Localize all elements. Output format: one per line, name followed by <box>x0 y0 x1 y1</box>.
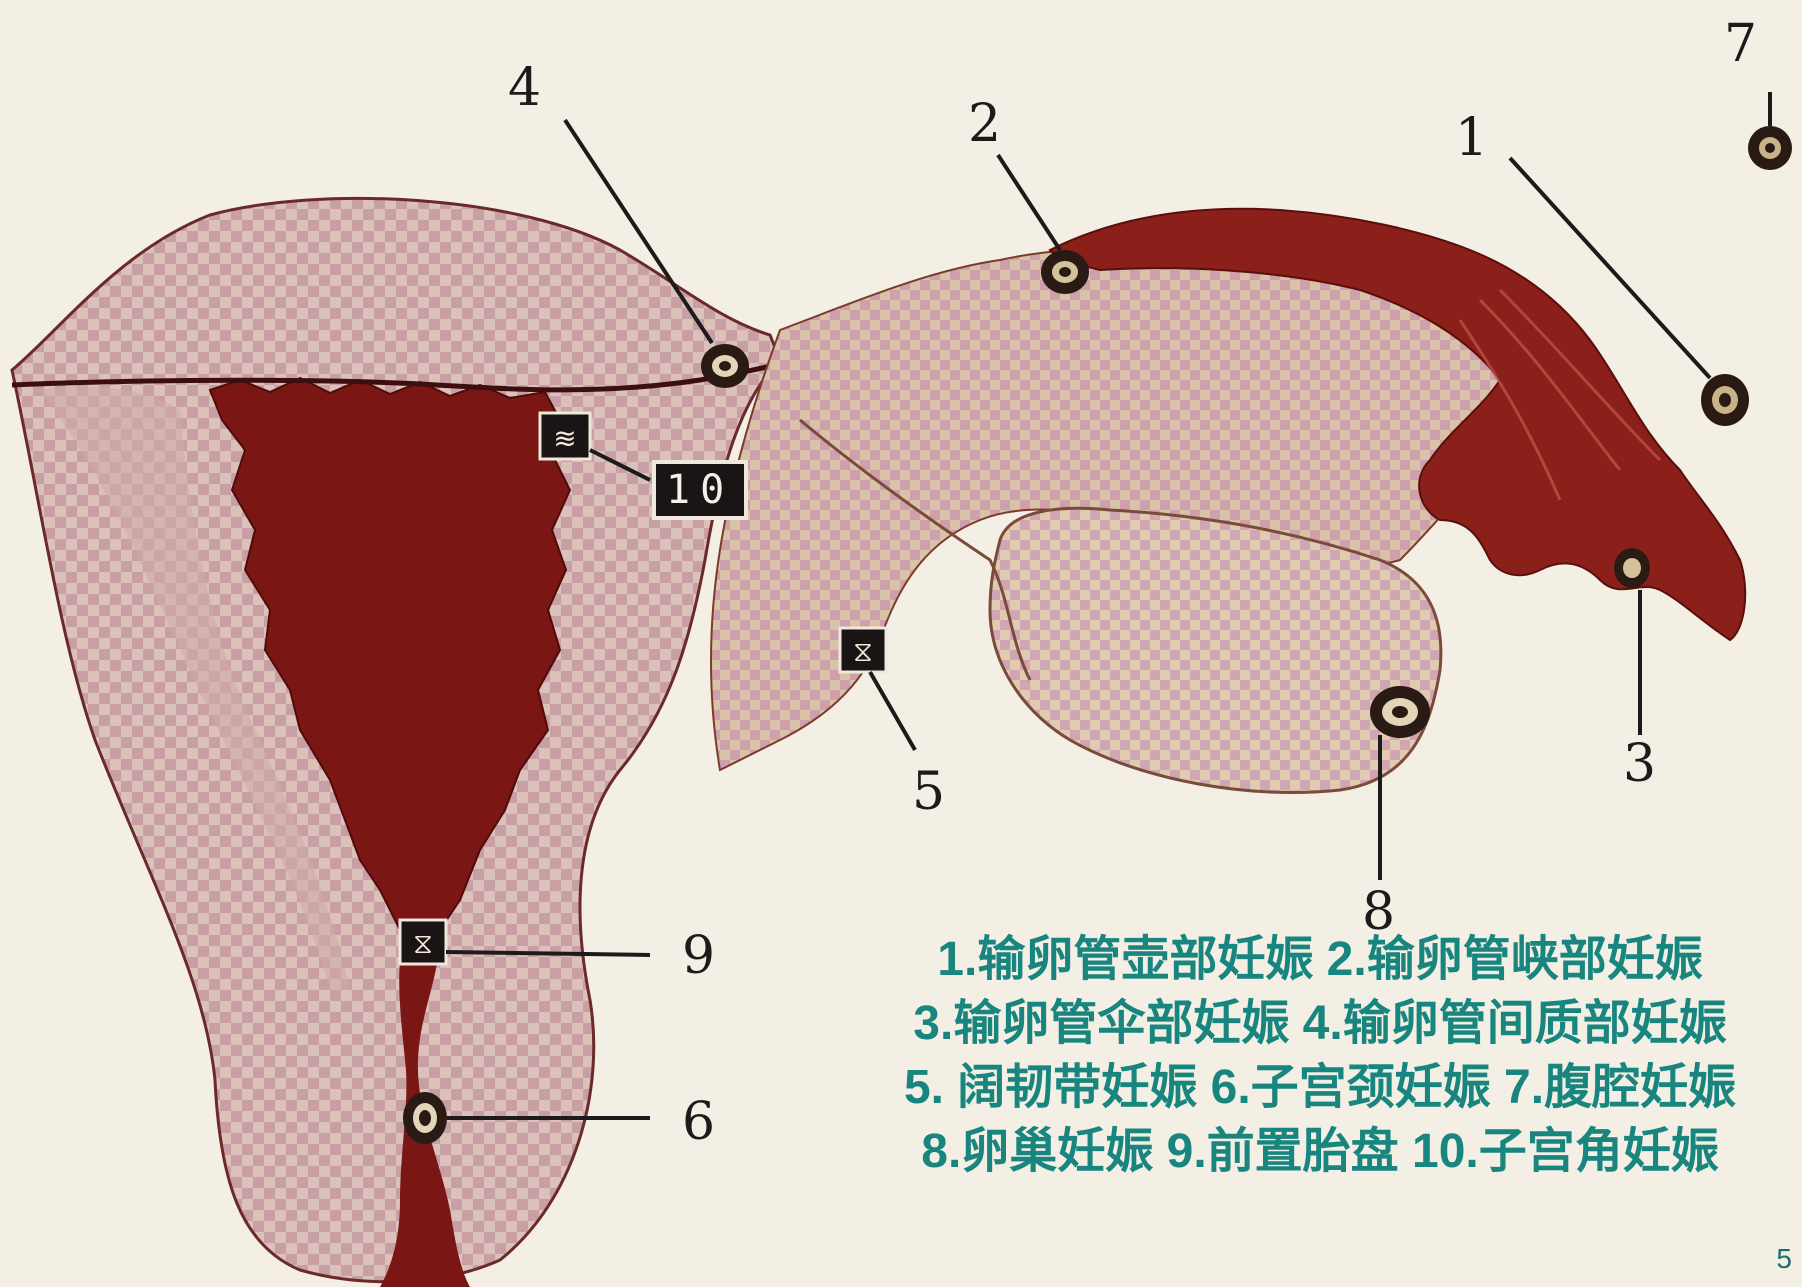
gestation-sac-6 <box>403 1092 447 1144</box>
gestation-sac-3 <box>1614 548 1650 588</box>
caption-line-3: 5. 阔韧带妊娠 6.子宫颈妊娠 7.腹腔妊娠 <box>840 1056 1800 1120</box>
marker-10-box: ≋ <box>540 413 590 459</box>
label-1: 1 <box>1455 112 1488 164</box>
caption-line-1: 1.输卵管壶部妊娠 2.输卵管峡部妊娠 <box>840 928 1800 992</box>
label-7: 7 <box>1724 18 1757 70</box>
label-9: 9 <box>682 930 715 982</box>
gestation-sac-7 <box>1748 126 1792 170</box>
gestation-sac-2 <box>1041 250 1089 294</box>
caption-line-2: 3.输卵管伞部妊娠 4.输卵管间质部妊娠 <box>840 992 1800 1056</box>
svg-text:≋: ≋ <box>553 422 576 455</box>
svg-text:⧖: ⧖ <box>413 927 433 960</box>
label-5: 5 <box>912 766 945 818</box>
page-number: 5 <box>1776 1243 1792 1275</box>
label-4: 4 <box>508 62 541 114</box>
marker-5-box: ⧖ <box>840 628 886 672</box>
label-2: 2 <box>968 98 1001 150</box>
marker-9-box: ⧖ <box>400 920 446 964</box>
label-3: 3 <box>1623 738 1656 790</box>
gestation-sac-8 <box>1370 686 1430 738</box>
legend-caption: 1.输卵管壶部妊娠 2.输卵管峡部妊娠 3.输卵管伞部妊娠 4.输卵管间质部妊娠… <box>840 928 1800 1184</box>
svg-text:⧖: ⧖ <box>853 635 873 668</box>
label-10: 10 <box>652 460 748 520</box>
caption-line-4: 8.卵巢妊娠 9.前置胎盘 10.子宫角妊娠 <box>840 1120 1800 1184</box>
gestation-sac-1 <box>1701 374 1749 426</box>
label-6: 6 <box>682 1096 715 1148</box>
gestation-sac-4 <box>701 344 749 388</box>
